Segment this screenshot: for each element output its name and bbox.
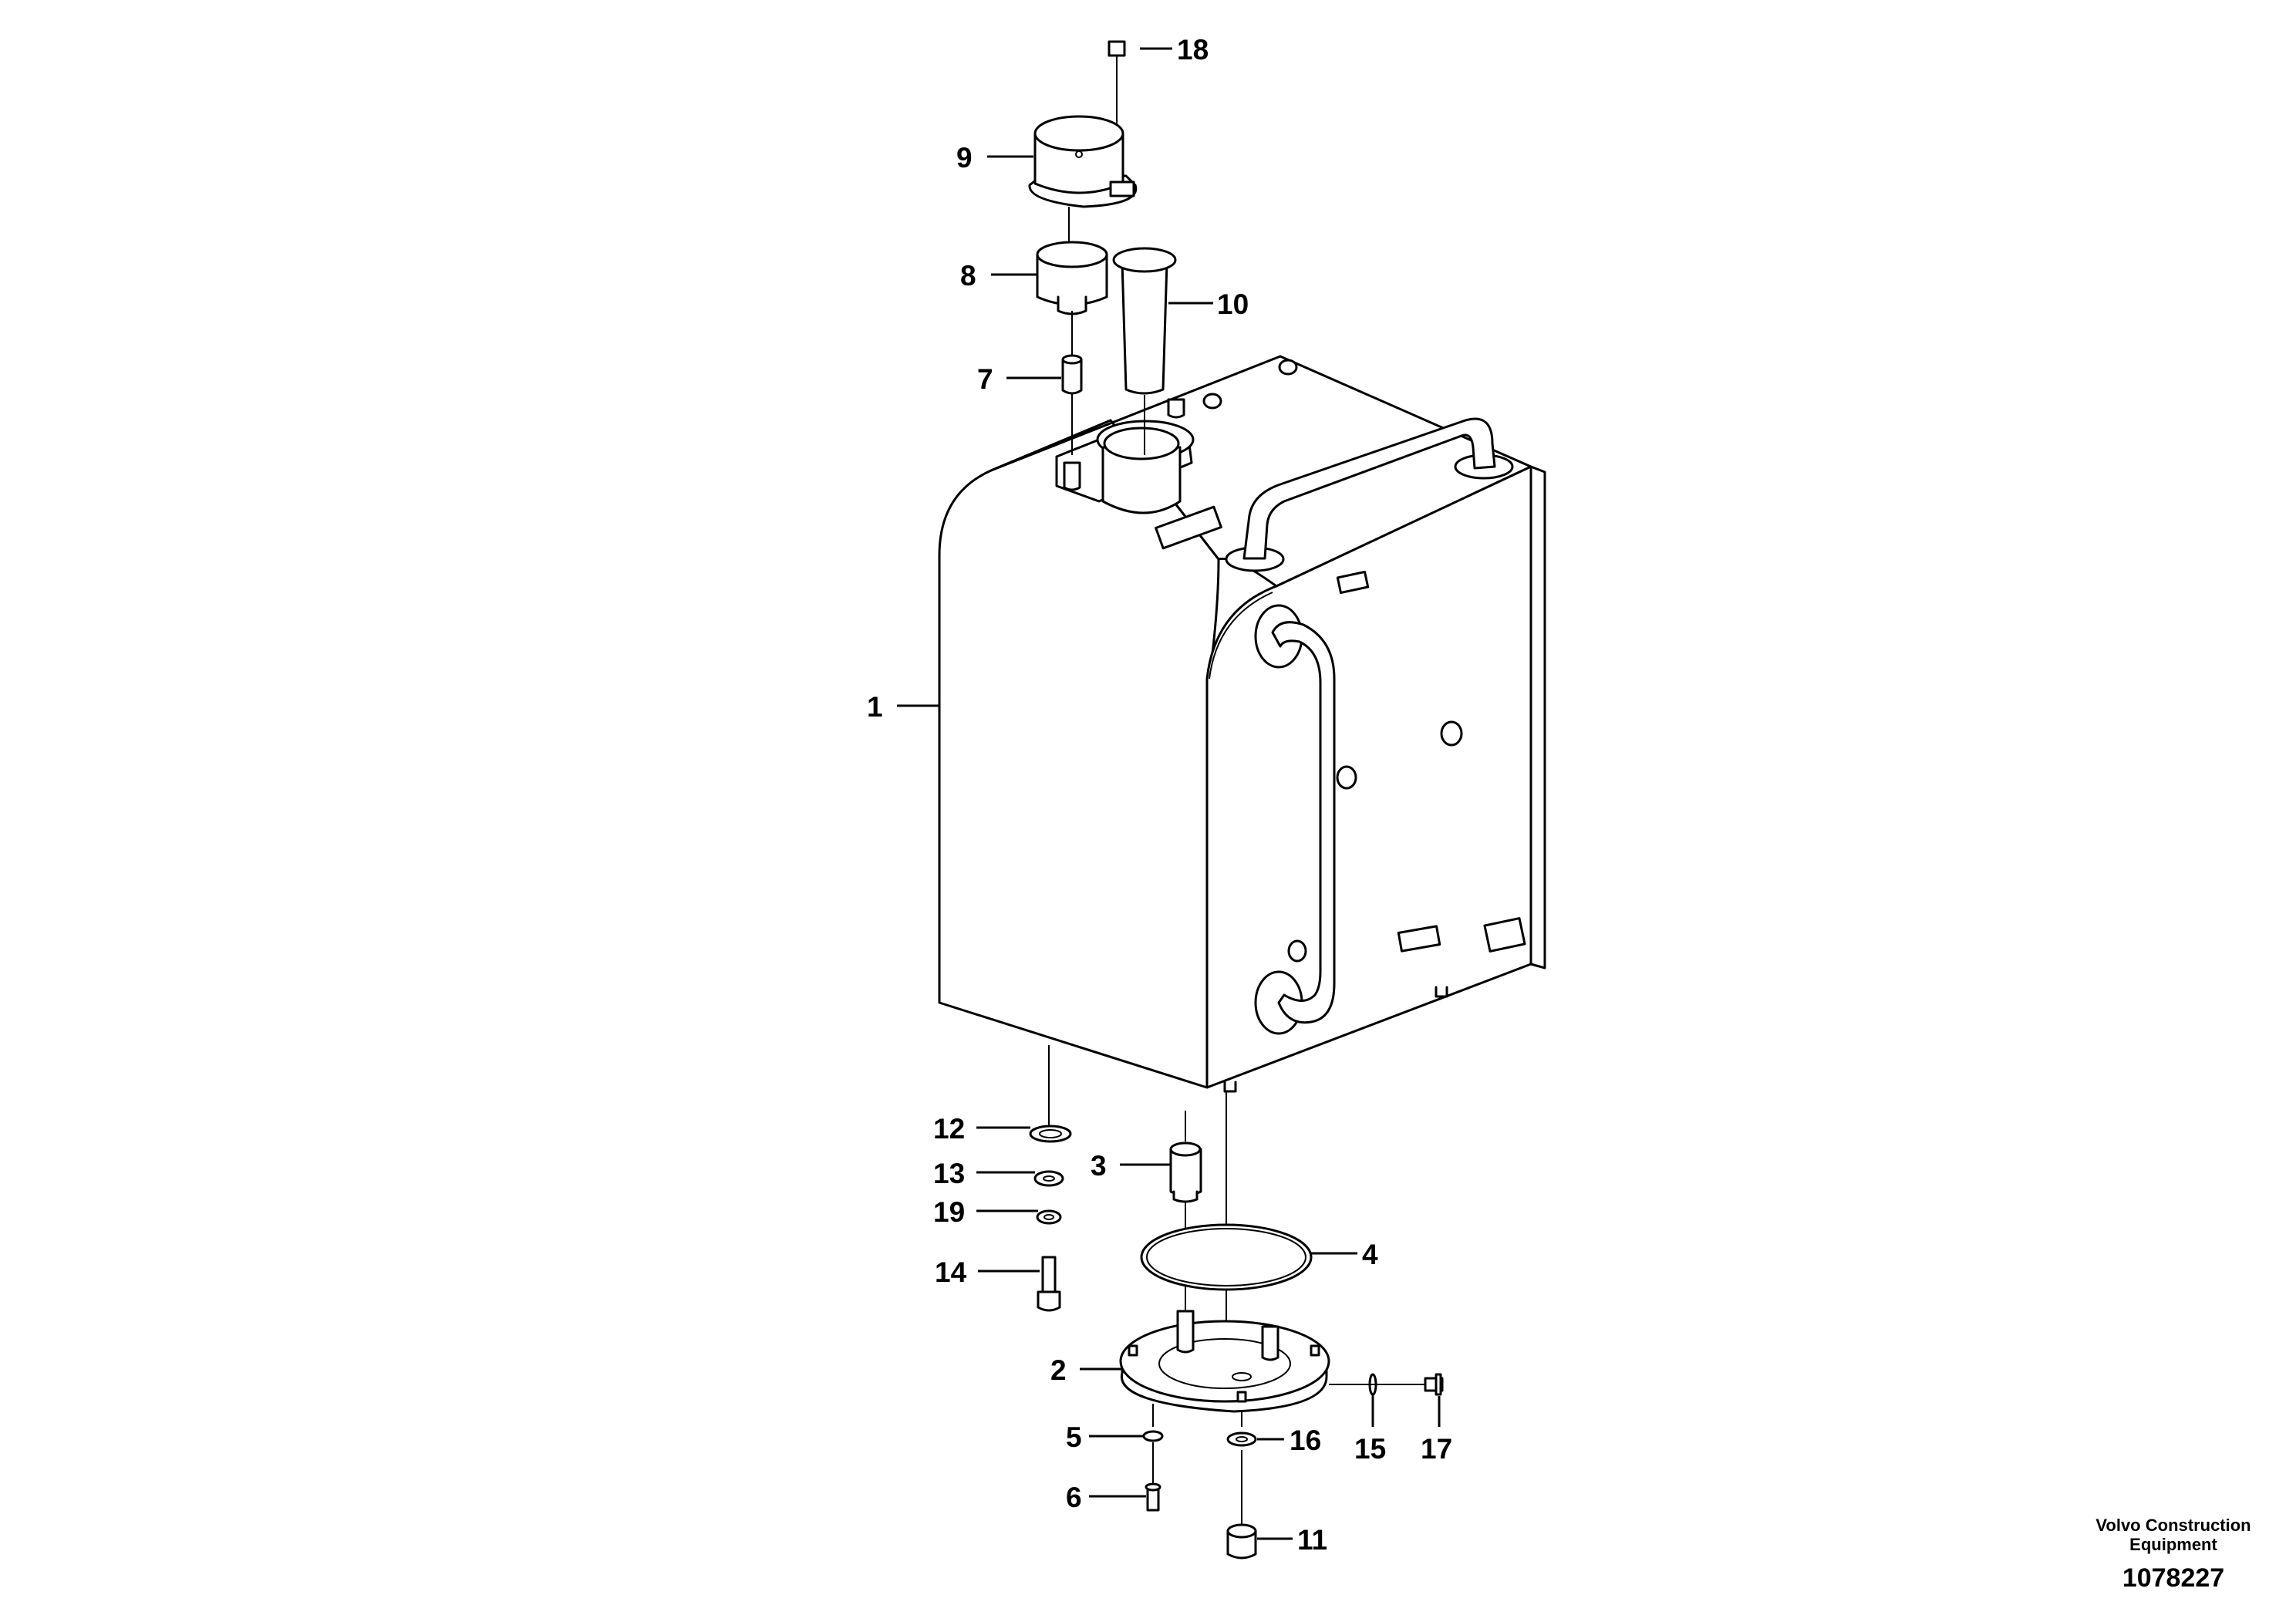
callout-3: 3	[1091, 1150, 1107, 1182]
callout-5: 5	[1066, 1421, 1082, 1453]
part-11-drain-plug	[1226, 1523, 1257, 1560]
part-16-washer	[1226, 1431, 1257, 1447]
brand-line1: Volvo Construction	[2095, 1516, 2250, 1535]
part-17-plug	[1424, 1373, 1444, 1396]
callout-19: 19	[933, 1196, 965, 1228]
side-handle	[1254, 604, 1336, 1035]
callout-12: 12	[933, 1113, 965, 1145]
drawing-number: 1078227	[2122, 1563, 2224, 1593]
part-5-washer	[1142, 1430, 1164, 1442]
callout-18: 18	[1177, 34, 1209, 66]
callout-7: 7	[977, 363, 993, 395]
callout-11: 11	[1297, 1524, 1327, 1556]
callout-4: 4	[1362, 1239, 1378, 1270]
part-2-cover	[1119, 1310, 1330, 1413]
part-14-bolt	[1037, 1256, 1061, 1312]
callout-15: 15	[1354, 1433, 1386, 1465]
part-19-washer	[1036, 1209, 1062, 1225]
part-7-fitting	[1061, 354, 1083, 455]
part-4-oring	[1140, 1223, 1313, 1291]
brand-line2: Equipment	[2129, 1535, 2217, 1554]
part-13-washer	[1033, 1170, 1064, 1187]
part-3-plug	[1169, 1141, 1202, 1203]
part-8-strainer	[1036, 241, 1108, 355]
callout-17: 17	[1421, 1433, 1452, 1465]
callout-1: 1	[867, 691, 883, 723]
part-10-tube	[1112, 247, 1177, 455]
callout-8: 8	[960, 260, 976, 292]
callout-10: 10	[1217, 288, 1249, 320]
callout-2: 2	[1050, 1354, 1067, 1386]
callout-13: 13	[933, 1158, 965, 1189]
callout-9: 9	[956, 142, 973, 174]
callout-16: 16	[1290, 1425, 1321, 1456]
leader-lines	[897, 47, 1441, 1540]
filler-housing	[1055, 398, 1195, 514]
callout-6: 6	[1066, 1482, 1082, 1513]
callout-14: 14	[935, 1256, 967, 1288]
part-9-breather	[1028, 115, 1138, 247]
part-6-screw	[1145, 1482, 1161, 1512]
part-12-snap-ring	[1029, 1125, 1072, 1143]
top-handle	[1225, 417, 1514, 572]
